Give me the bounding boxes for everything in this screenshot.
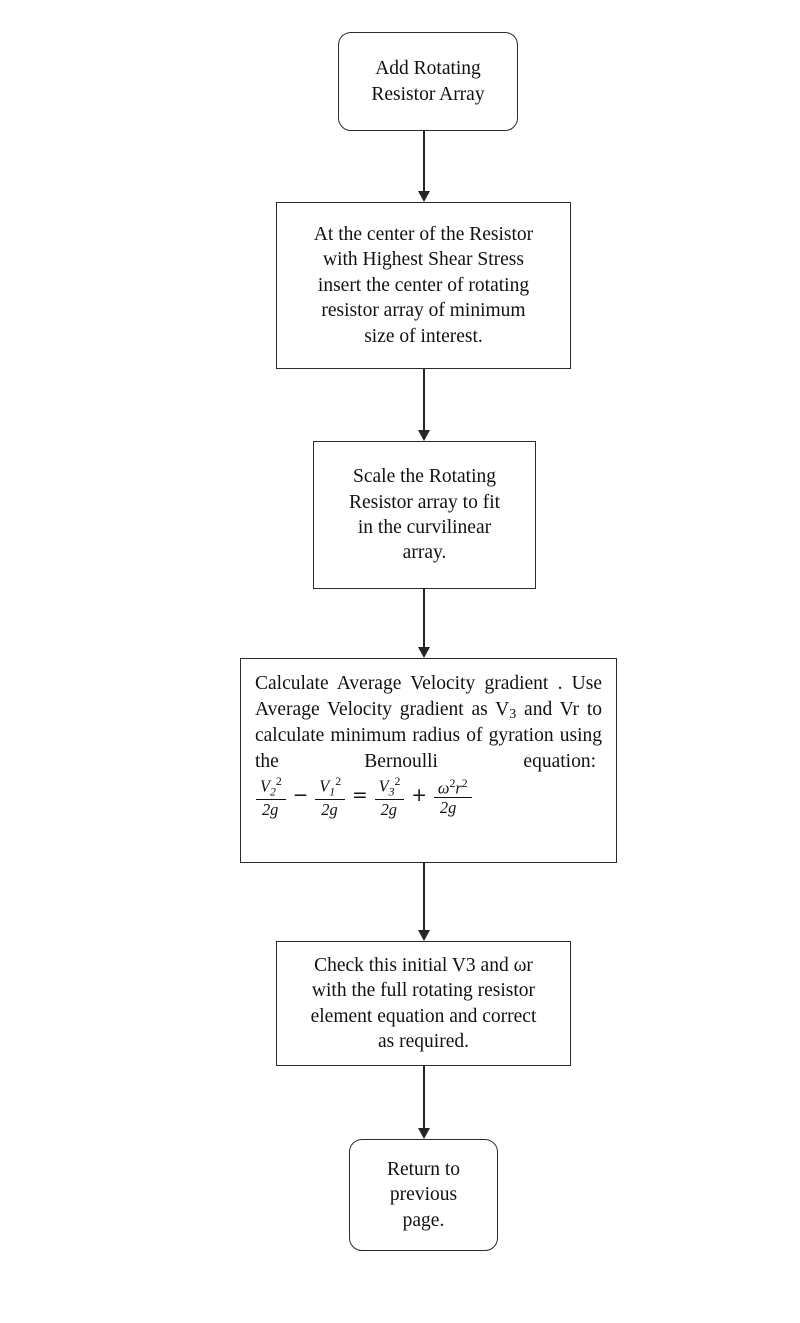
connector-line [423, 369, 425, 430]
arrowhead-icon [417, 430, 430, 441]
operator-plus: + [411, 785, 427, 807]
fraction-numerator: V32 [378, 773, 401, 799]
fraction-numerator: ω2r2 [437, 775, 468, 797]
connector-line [423, 863, 425, 930]
equation-term-v1: V12 2g [315, 773, 346, 818]
node-line: insert the center of rotating [317, 274, 530, 296]
fraction-denominator: 2g [315, 798, 346, 818]
node-line: with the full rotating resistor [311, 980, 536, 1002]
node-line: resistor array of minimum [321, 300, 526, 322]
node-line: with Highest Shear Stress [323, 249, 524, 271]
flow-node-label: Scale the Rotating Resistor array to fit… [314, 464, 535, 565]
fraction-denominator: 2g [256, 798, 286, 818]
flow-node-calculate-velocity-gradient[interactable]: Calculate Average Velocity gradient . Us… [240, 658, 617, 863]
node-line: previous [389, 1184, 458, 1206]
node-line: page. [402, 1209, 445, 1231]
flow-node-add-rotating-resistor-array[interactable]: Add Rotating Resistor Array [338, 32, 518, 131]
arrowhead-icon [417, 1128, 430, 1139]
node-line: size of interest. [364, 325, 483, 347]
flow-node-label: Return to previous page. [350, 1157, 497, 1233]
equation-term-omega-r: ω2r2 2g [433, 775, 472, 817]
fraction-denominator: 2g [433, 797, 472, 816]
flow-node-label: At the center of the Resistor with Highe… [277, 222, 570, 349]
flow-node-check-initial-values[interactable]: Check this initial V3 and ωr with the fu… [276, 941, 571, 1066]
flow-node-scale-rotating-resistor-array[interactable]: Scale the Rotating Resistor array to fit… [313, 441, 536, 589]
node-paragraph-text-2: and Vr to calculate minimum radius of gy… [255, 698, 602, 773]
arrowhead-icon [417, 647, 430, 658]
node-line: Return to [386, 1158, 461, 1180]
connector-line [423, 589, 425, 647]
node-line: Check this initial V3 and ωr [314, 954, 533, 976]
arrowhead-icon [417, 191, 430, 202]
node-line: Resistor Array [371, 83, 485, 105]
flow-node-label: Calculate Average Velocity gradient . Us… [241, 659, 616, 818]
operator-equals: = [352, 785, 368, 807]
connector-line [423, 131, 425, 191]
fraction-denominator: 2g [374, 798, 405, 818]
node-line: element equation and correct [310, 1005, 537, 1027]
flow-node-return-to-previous-page[interactable]: Return to previous page. [349, 1139, 498, 1251]
node-line: Resistor array to fit [348, 491, 501, 513]
node-paragraph-text: Calculate Average Velocity gradient . Us… [255, 673, 602, 720]
flow-node-label: Check this initial V3 and ωr with the fu… [277, 953, 570, 1054]
bernoulli-equation: V22 2g − V12 2g = V32 2g + ω2r2 2g [255, 775, 473, 818]
node-line: Scale the Rotating [353, 466, 496, 488]
equation-term-v3: V32 2g [374, 773, 405, 818]
arrowhead-icon [417, 930, 430, 941]
fraction-numerator: V12 [319, 773, 342, 799]
subscript-3: 3 [509, 705, 517, 722]
node-line: array. [402, 542, 447, 564]
equation-term-v2: V22 2g [256, 775, 286, 818]
operator-minus: − [292, 785, 309, 807]
node-line: as required. [378, 1030, 469, 1052]
flow-node-insert-center-of-rotating-array[interactable]: At the center of the Resistor with Highe… [276, 202, 571, 369]
node-line: Add Rotating [375, 58, 481, 80]
node-line: At the center of the Resistor [313, 224, 534, 246]
flow-node-label: Add Rotating Resistor Array [339, 56, 517, 107]
fraction-numerator: V22 [260, 773, 282, 799]
connector-line [423, 1066, 425, 1128]
node-line: in the curvilinear [357, 517, 492, 538]
